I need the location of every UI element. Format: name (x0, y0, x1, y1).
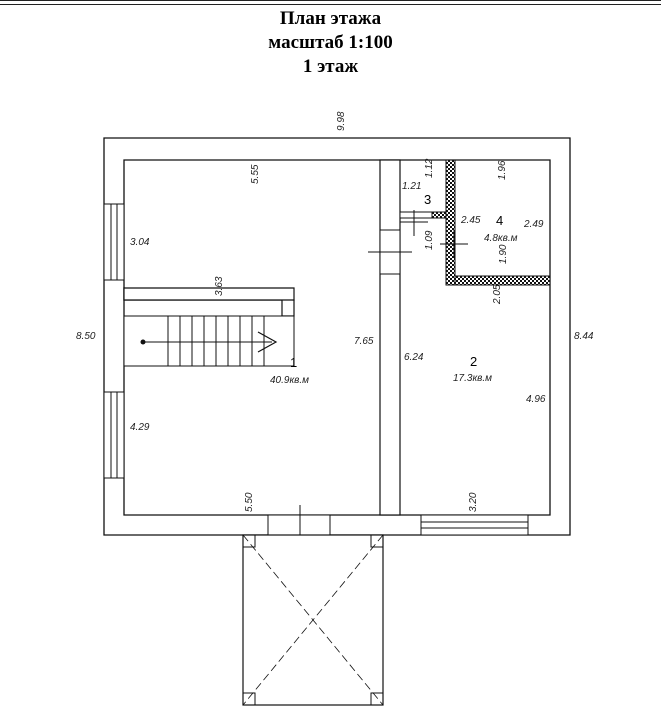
dim-room4-bottom: 1.90 (498, 244, 509, 264)
room1-area: 40.9кв.м (270, 375, 309, 386)
wall-room3-bottom-hatch (431, 211, 447, 219)
dim-room2-top: 2.05 (492, 284, 503, 305)
dim-room2-bottom: 3.20 (468, 492, 479, 512)
room4-number: 4 (496, 213, 503, 228)
dim-room3-height: 1.12 (424, 158, 435, 178)
dim-overall-height-left: 8.50 (76, 331, 96, 342)
room3-number: 3 (424, 192, 431, 207)
dim-overall-width: 9.98 (336, 111, 347, 131)
title-line-scale: масштаб 1:100 (268, 32, 393, 53)
dim-room4-top: 1.96 (497, 160, 508, 180)
dim-room1-stair: 3.63 (214, 276, 225, 296)
dim-room1-top: 5.55 (250, 164, 261, 184)
title-line-floor: 1 этаж (302, 56, 359, 77)
window-left-lower (103, 391, 125, 479)
room4-area: 4.8кв.м (484, 233, 518, 244)
plan-title: План этажа масштаб 1:100 1 этаж (0, 7, 661, 79)
dim-room1-bottom: 5.50 (244, 492, 255, 512)
dim-room1-left-lower: 4.29 (130, 422, 150, 433)
title-line-plan: План этажа (279, 8, 382, 29)
staircase (123, 315, 295, 367)
interior-wall-main (379, 159, 401, 516)
dim-room2-left: 6.24 (404, 352, 424, 363)
stair-landing-wall-outline (123, 287, 295, 301)
dim-room3-width: 1.21 (402, 181, 421, 192)
top-border-rule (0, 0, 661, 5)
wall-room3-room4 (445, 159, 456, 286)
porch (242, 534, 384, 706)
dim-room2-right: 4.96 (526, 394, 546, 405)
wall-room2-top (454, 275, 551, 286)
dim-room4-left: 2.45 (460, 215, 481, 226)
dim-room1-left-upper: 3.04 (130, 237, 150, 248)
door-room1 (368, 229, 412, 275)
dim-overall-height-right: 8.44 (574, 331, 594, 342)
window-bottom-room2 (420, 514, 529, 536)
room1-number: 1 (290, 355, 297, 370)
dim-room4-right: 2.49 (523, 219, 544, 230)
window-left-upper (103, 203, 125, 281)
dim-room3-lower: 1.09 (424, 230, 435, 250)
room2-number: 2 (470, 354, 477, 369)
dim-room1-right: 7.65 (354, 336, 374, 347)
room2-area: 17.3кв.м (453, 373, 492, 384)
